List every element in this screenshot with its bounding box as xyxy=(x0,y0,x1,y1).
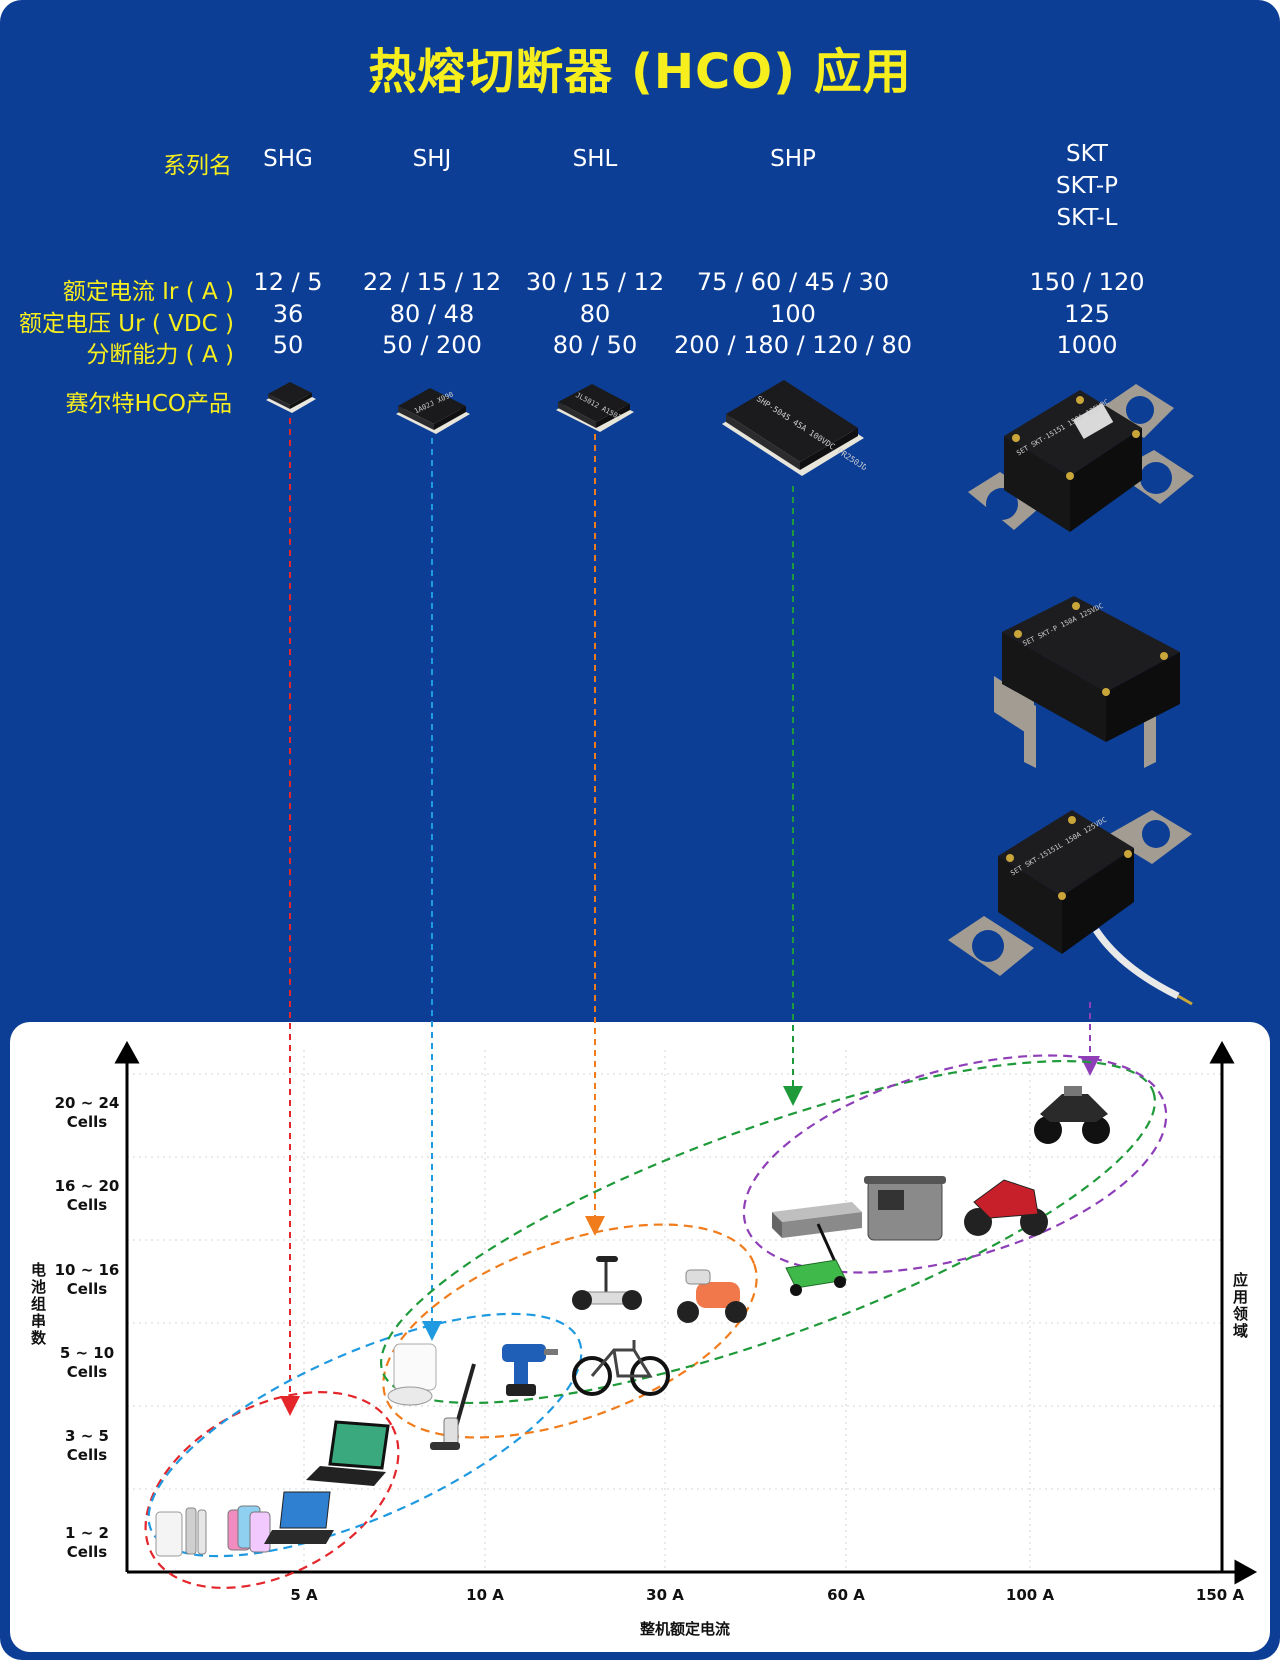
skt-p-product-image: SET SKT-P 150A 125VDC xyxy=(994,596,1180,768)
atv-icon xyxy=(1034,1086,1110,1144)
shj-chip-image: 1A02J X090 xyxy=(396,388,470,434)
label-rated-current: 额定电流 Ir ( A ) xyxy=(62,279,234,305)
series-name-shg: SHG xyxy=(263,146,313,172)
breaking-shg: 50 xyxy=(272,331,304,359)
current-skt: 150 / 120 xyxy=(1029,268,1145,296)
chart-axes xyxy=(114,1040,1258,1585)
page-title: 热熔切断器 (HCO) 应用 xyxy=(368,44,912,100)
x-tick-150a: 150 A xyxy=(1195,1586,1245,1604)
x-tick-100a: 100 A xyxy=(1005,1586,1055,1604)
current-shj: 22 / 15 / 12 xyxy=(362,268,502,296)
breaking-shj: 50 / 200 xyxy=(382,331,482,359)
voltage-shj: 80 / 48 xyxy=(389,300,475,328)
right-axis-title: 应用领域 xyxy=(1231,1272,1249,1340)
power-bank-icon xyxy=(155,1507,207,1557)
portable-power-station-icon xyxy=(864,1176,946,1241)
current-shl: 30 / 15 / 12 xyxy=(525,268,665,296)
series-name-skt-line: SKT-P xyxy=(1055,173,1119,199)
shp-chip-image: SHP-5045 45A 100VDC PR250JD xyxy=(722,380,866,476)
motorcycle-icon xyxy=(964,1179,1048,1236)
skt-l-product-image: SET SKT-15151L 150A 125VDC xyxy=(948,810,1193,1006)
label-products: 赛尔特HCO产品 xyxy=(65,391,232,417)
laptop-icon xyxy=(264,1491,334,1544)
ellipse-shp xyxy=(379,1059,1157,1405)
x-tick-30a: 30 A xyxy=(646,1586,684,1604)
bicycle-icon xyxy=(572,1340,670,1396)
shg-chip-image xyxy=(266,382,316,413)
ellipse-shj xyxy=(147,1312,583,1558)
series-name-skt-line: SKT xyxy=(1066,141,1108,167)
voltage-shp: 100 xyxy=(770,300,816,328)
ellipse-shl xyxy=(382,1223,758,1439)
series-name-shj: SHJ xyxy=(412,146,452,172)
series-name-skt: SKT SKT-P SKT-L xyxy=(1056,138,1118,234)
series-name-skt-line: SKT-L xyxy=(1056,205,1118,231)
voltage-shl: 80 xyxy=(579,300,611,328)
balance-scooter-icon xyxy=(572,1256,642,1310)
voltage-shg: 36 xyxy=(272,300,304,328)
breaking-shl: 80 / 50 xyxy=(552,331,638,359)
smartphones-icon xyxy=(227,1505,271,1553)
label-rated-voltage: 额定电压 Ur ( VDC ) xyxy=(19,311,234,337)
current-shg: 12 / 5 xyxy=(253,268,323,296)
series-name-shp: SHP xyxy=(770,146,816,172)
skt-product-image: SET SKT-15151 150A 125VDC xyxy=(968,384,1194,532)
ellipse-skt xyxy=(742,1054,1168,1274)
x-tick-10a: 10 A xyxy=(466,1586,504,1604)
label-breaking-capacity: 分断能力 ( A ) xyxy=(86,342,234,368)
current-shp: 75 / 60 / 45 / 30 xyxy=(696,268,890,296)
wet-dry-vacuum-icon xyxy=(430,1363,476,1450)
power-drill-icon xyxy=(502,1344,558,1396)
ellipse-shg xyxy=(144,1391,400,1589)
shl-chip-image: JL5012 A1501 xyxy=(556,384,634,432)
breaking-shp: 200 / 180 / 120 / 80 xyxy=(674,331,912,359)
series-name-shl: SHL xyxy=(572,146,618,172)
voltage-skt: 125 xyxy=(1064,300,1110,328)
lawn-mower-icon xyxy=(785,1223,847,1296)
x-tick-5a: 5 A xyxy=(290,1586,318,1604)
y-axis-title: 电池组串数 xyxy=(29,1262,47,1347)
x-axis-title: 整机额定电流 xyxy=(640,1620,731,1638)
label-series-name: 系列名 xyxy=(163,153,232,179)
robot-vacuum-icon xyxy=(387,1343,437,1406)
chart-grid xyxy=(127,1050,1222,1572)
electric-scooter-icon xyxy=(677,1269,747,1323)
x-tick-60a: 60 A xyxy=(827,1586,865,1604)
breaking-skt: 1000 xyxy=(1056,331,1118,359)
ups-power-supply-icon xyxy=(772,1202,862,1238)
tablet-laptop-icon xyxy=(306,1420,390,1486)
